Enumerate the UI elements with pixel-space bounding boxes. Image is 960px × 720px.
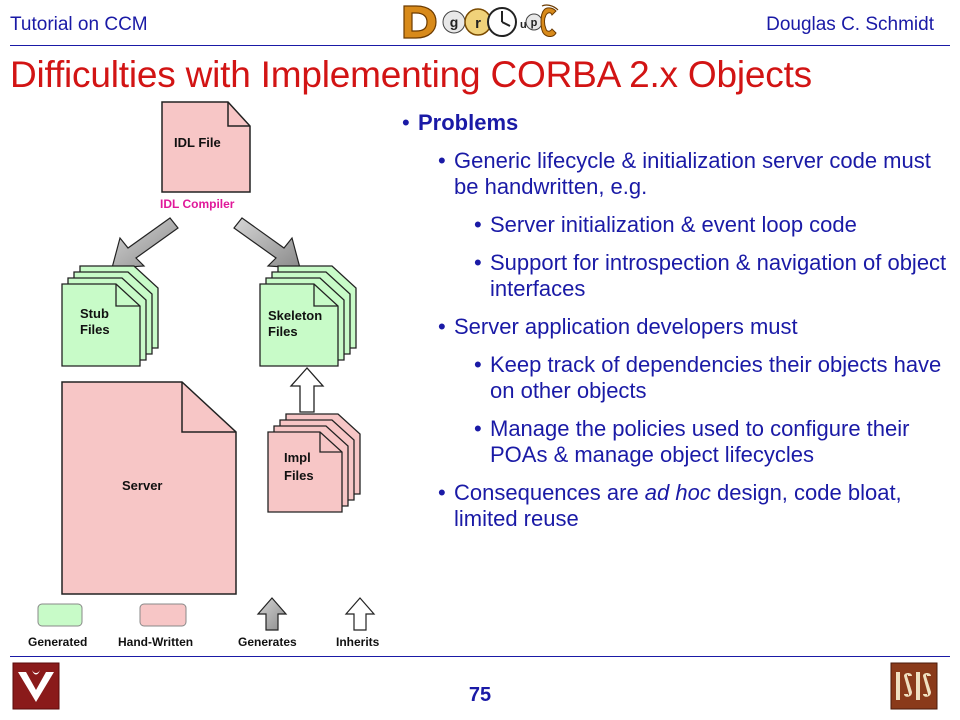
idl-compiler-label: IDL Compiler: [160, 197, 235, 211]
bullet-dependencies: Keep track of dependencies their objects…: [392, 352, 952, 404]
skeleton-files-label-2: Files: [268, 324, 298, 339]
legend-inherits-label: Inherits: [336, 635, 380, 649]
bullet-introspection: Support for introspection & navigation o…: [392, 250, 952, 302]
legend-generated-swatch: [37, 603, 83, 627]
skeleton-files-stack: Skeleton Files: [259, 265, 357, 367]
problems-heading: Problems: [418, 110, 519, 135]
generates-arrow-right: [233, 217, 301, 269]
svg-text:u: u: [520, 19, 527, 31]
stub-files-label-1: Stub: [80, 306, 109, 321]
vanderbilt-logo: [12, 662, 60, 710]
impl-files-stack: Impl Files: [267, 413, 361, 513]
skeleton-files-label-1: Skeleton: [268, 308, 322, 323]
consequences-post: design, code bloat, limited reuse: [454, 480, 902, 531]
page-number: 75: [468, 684, 492, 706]
consequences-pre: Consequences are: [454, 480, 645, 505]
inherits-arrow-impl-skeleton: [289, 367, 325, 413]
legend-hand-written-swatch: [139, 603, 187, 627]
stub-files-label-2: Files: [80, 322, 110, 337]
consequences-ad-hoc: ad hoc: [644, 480, 711, 505]
bullet-problems: Problems: [392, 110, 952, 136]
svg-text:g: g: [450, 14, 459, 30]
doc-group-logo: g r u p: [403, 4, 559, 39]
server-label: Server: [122, 478, 162, 493]
bullet-list: Problems Generic lifecycle & initializat…: [392, 110, 952, 544]
bullet-developers: Server application developers must: [392, 314, 952, 340]
legend-inherits-arrow: [344, 597, 376, 631]
impl-files-label-2: Files: [284, 468, 314, 483]
svg-text:r: r: [475, 15, 481, 32]
generates-arrow-left: [111, 217, 179, 269]
impl-files-label-1: Impl: [284, 450, 311, 465]
legend-hand-written-label: Hand-Written: [118, 635, 193, 649]
header-right-author: Douglas C. Schmidt: [766, 14, 934, 35]
slide-title: Difficulties with Implementing CORBA 2.x…: [10, 54, 812, 95]
legend-generates-label: Generates: [238, 635, 297, 649]
idl-compilation-diagram: IDL File IDL Compiler Stub Files Skeleto…: [28, 101, 380, 649]
bullet-server-init: Server initialization & event loop code: [392, 212, 952, 238]
footer-divider: [10, 656, 950, 657]
legend-generates-arrow: [256, 597, 288, 631]
header-left-title: Tutorial on CCM: [10, 14, 148, 35]
isis-logo: [890, 662, 938, 710]
idl-file-doc: IDL File: [161, 101, 251, 193]
bullet-consequences: Consequences are ad hoc design, code blo…: [392, 480, 952, 532]
server-doc: Server: [61, 381, 237, 595]
legend-generated-label: Generated: [28, 635, 87, 649]
bullet-generic-lifecycle: Generic lifecycle & initialization serve…: [392, 148, 952, 200]
stub-files-stack: Stub Files: [61, 265, 159, 367]
svg-text:p: p: [531, 17, 538, 29]
legend: Generated Hand-Written Generates Inherit…: [28, 597, 380, 649]
header-divider: [10, 45, 950, 46]
idl-file-label: IDL File: [174, 135, 221, 150]
bullet-policies: Manage the policies used to configure th…: [392, 416, 952, 468]
